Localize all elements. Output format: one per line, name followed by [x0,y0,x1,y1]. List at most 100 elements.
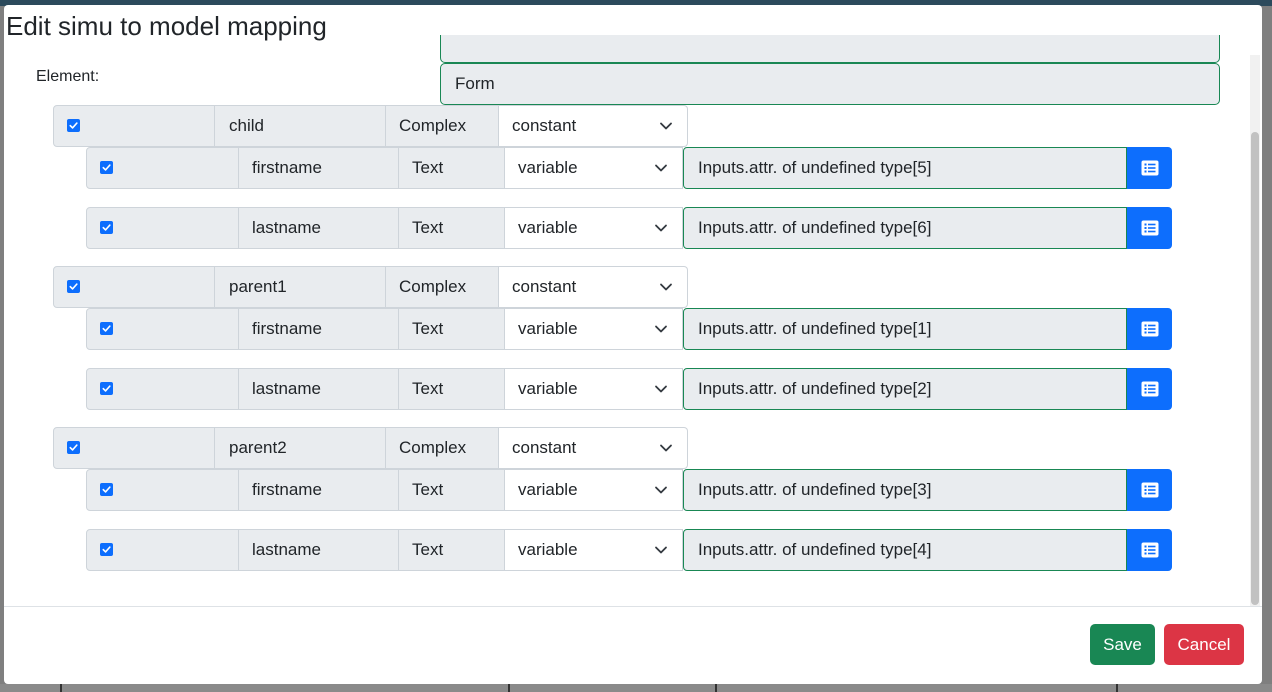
list-icon [1141,381,1159,397]
group-mode-value: constant [512,438,577,457]
background-app-footer [0,684,1272,692]
save-button[interactable]: Save [1090,624,1155,665]
field-name: firstname [239,308,399,350]
chevron-down-icon [654,161,668,175]
checkbox-cell [53,266,215,308]
list-icon [1141,542,1159,558]
checkbox-cell [86,368,239,410]
list-icon [1141,220,1159,236]
check-icon[interactable] [67,119,80,132]
checkbox-cell [86,207,239,249]
element-input[interactable]: Form [440,63,1220,105]
check-icon[interactable] [100,543,113,556]
field-mode-select[interactable]: variable [505,308,683,350]
checkbox-cell [53,427,215,469]
chevron-down-icon [659,119,673,133]
group-name: parent1 [215,266,386,308]
list-icon [1141,321,1159,337]
group-mode-value: constant [512,116,577,135]
field-name: lastname [239,207,399,249]
check-icon[interactable] [67,441,80,454]
group-name: parent2 [215,427,386,469]
field-name: firstname [239,147,399,189]
field-type: Text [399,529,505,571]
field-type: Text [399,207,505,249]
group-type: Complex [386,427,499,469]
checkbox-cell [86,529,239,571]
mapping-input[interactable]: Inputs.attr. of undefined type[6] [683,207,1127,249]
check-icon[interactable] [100,161,113,174]
background-app-header [0,0,1272,6]
mapping-input[interactable]: Inputs.attr. of undefined type[5] [683,147,1127,189]
checkbox-cell [53,105,215,147]
previous-field-input[interactable] [440,35,1220,63]
check-icon[interactable] [67,280,80,293]
check-icon[interactable] [100,221,113,234]
field-type: Text [399,147,505,189]
field-name: lastname [239,529,399,571]
cancel-button[interactable]: Cancel [1164,624,1244,665]
field-mode-value: variable [518,480,578,499]
mapping-input[interactable]: Inputs.attr. of undefined type[3] [683,469,1127,511]
group-mode-select[interactable]: constant [499,427,688,469]
group-mode-select[interactable]: constant [499,266,688,308]
group-mode-value: constant [512,277,577,296]
field-name: firstname [239,469,399,511]
checkbox-cell [86,147,239,189]
chevron-down-icon [659,280,673,294]
list-button[interactable] [1127,529,1172,571]
list-button[interactable] [1127,469,1172,511]
chevron-down-icon [659,441,673,455]
list-icon [1141,482,1159,498]
chevron-down-icon [654,382,668,396]
checkbox-cell [86,469,239,511]
chevron-down-icon [654,322,668,336]
mapping-input[interactable]: Inputs.attr. of undefined type[2] [683,368,1127,410]
footer-divider [4,606,1262,607]
field-mode-select[interactable]: variable [505,147,683,189]
list-icon [1141,160,1159,176]
field-mode-value: variable [518,379,578,398]
chevron-down-icon [654,483,668,497]
field-mode-select[interactable]: variable [505,207,683,249]
group-type: Complex [386,266,499,308]
field-mode-value: variable [518,540,578,559]
group-mode-select[interactable]: constant [499,105,688,147]
check-icon[interactable] [100,382,113,395]
field-type: Text [399,469,505,511]
mapping-input[interactable]: Inputs.attr. of undefined type[1] [683,308,1127,350]
list-button[interactable] [1127,368,1172,410]
checkbox-cell [86,308,239,350]
scrollbar-thumb[interactable] [1251,132,1259,605]
list-button[interactable] [1127,308,1172,350]
field-mode-value: variable [518,319,578,338]
check-icon[interactable] [100,322,113,335]
field-mode-value: variable [518,158,578,177]
list-button[interactable] [1127,147,1172,189]
mapping-modal: Edit simu to model mapping Element: Form… [4,5,1262,684]
modal-title: Edit simu to model mapping [6,11,327,41]
element-label: Element: [36,68,100,85]
field-type: Text [399,368,505,410]
chevron-down-icon [654,543,668,557]
list-button[interactable] [1127,207,1172,249]
field-name: lastname [239,368,399,410]
chevron-down-icon [654,221,668,235]
field-mode-select[interactable]: variable [505,529,683,571]
group-type: Complex [386,105,499,147]
group-name: child [215,105,386,147]
mapping-input[interactable]: Inputs.attr. of undefined type[4] [683,529,1127,571]
field-mode-select[interactable]: variable [505,368,683,410]
check-icon[interactable] [100,483,113,496]
field-mode-select[interactable]: variable [505,469,683,511]
field-mode-value: variable [518,218,578,237]
